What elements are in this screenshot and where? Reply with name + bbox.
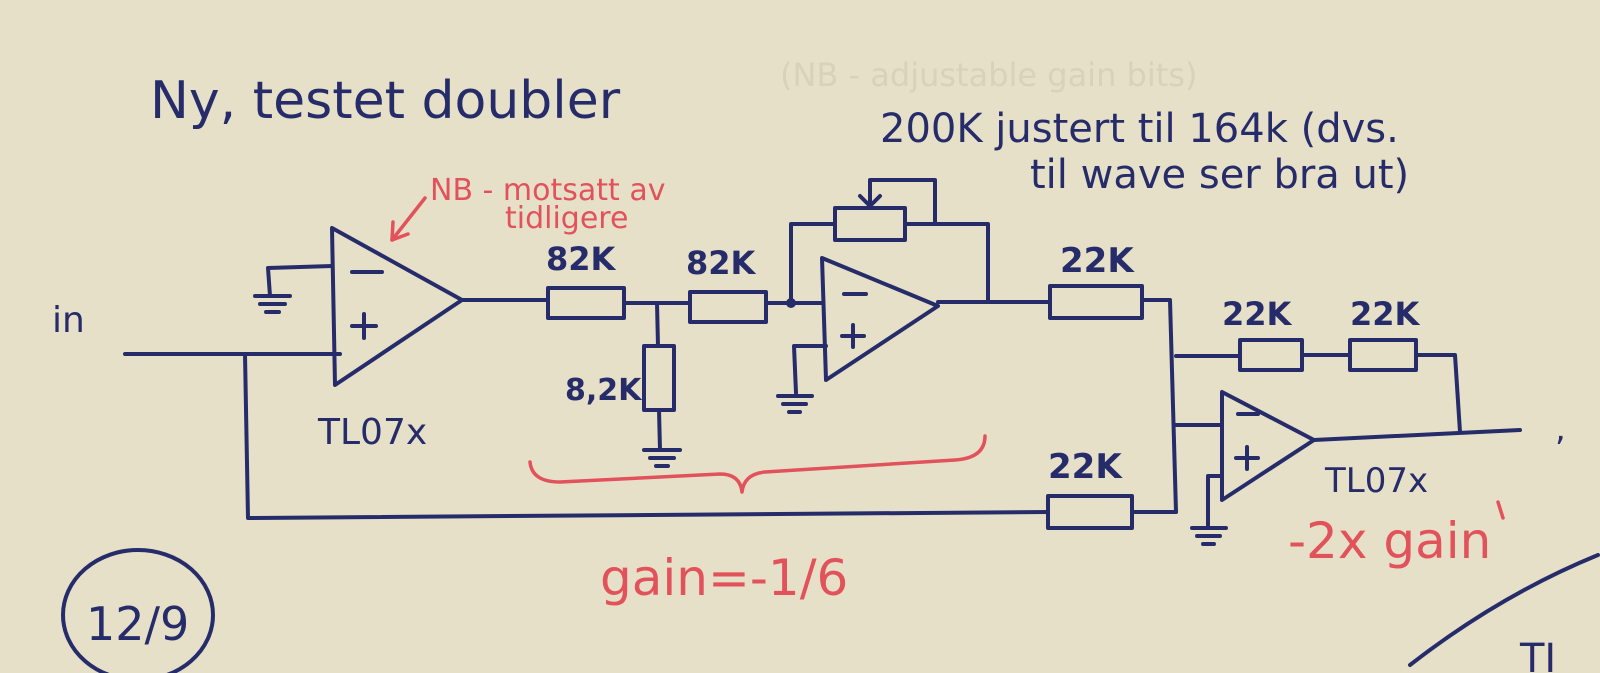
opamp-1 [266,226,464,387]
label-82k-2: 82K [686,244,757,282]
warning-note-line-1: NB - motsatt av [430,173,665,208]
brace-divider [528,434,987,494]
resistor-22k-3 [1238,338,1304,372]
label-22k-2: 22K [1048,447,1123,487]
ic-label-2: TL07x [1324,461,1428,501]
resistor-22k-2 [1046,494,1134,530]
label-22k-3: 22K [1222,295,1293,333]
resistor-82k-1 [546,286,626,320]
ground-divider [642,448,682,468]
bypass-wire [243,352,1050,520]
ground-opamp3-plus [1190,526,1228,546]
date-text: 12/9 [86,597,189,651]
warning-arrow [390,196,427,242]
pot-note-line-2: til wave ser bra ut) [1030,152,1409,198]
date-stamp: 12/9 [61,548,215,673]
resistor-82k-2 [688,290,768,324]
edge-line [1408,553,1600,667]
edge-mark-right: , [1555,409,1566,449]
opamp-3 [1206,390,1316,530]
resistor-22k-1 [1048,284,1144,320]
gain-tick [1496,500,1505,520]
wire-8k2-ground [657,408,662,452]
output-wire [1312,428,1522,442]
gain-note-left: gain=-1/6 [600,549,848,607]
ground-opamp1-minus [253,294,292,314]
opamp-2 [792,256,940,395]
label-22k-1: 22K [1060,241,1135,281]
label-82k-1: 82K [546,240,617,278]
ic-label-1: TL07x [317,412,427,453]
wire-divider-node [622,301,692,348]
input-label: in [52,300,85,341]
resistor-8k2 [642,344,676,412]
warning-note-line-2: tidligere [505,201,628,236]
label-22k-4: 22K [1350,295,1421,333]
gain-note-right: -2x gain [1288,512,1491,570]
wire-feedback-3 [1414,353,1462,434]
resistor-22k-4 [1348,338,1418,372]
potentiometer-200k [789,178,990,305]
wire-sum-node [1140,298,1242,514]
edge-text: TI [1519,636,1556,673]
pot-note-line-1: 200K justert til 164k (dvs. [880,106,1399,152]
label-8k2: 8,2K [565,373,643,408]
ground-opamp2-plus [776,394,814,414]
title: Ny, testet doubler [150,71,621,131]
ghost-text: (NB - adjustable gain bits) [780,56,1197,94]
